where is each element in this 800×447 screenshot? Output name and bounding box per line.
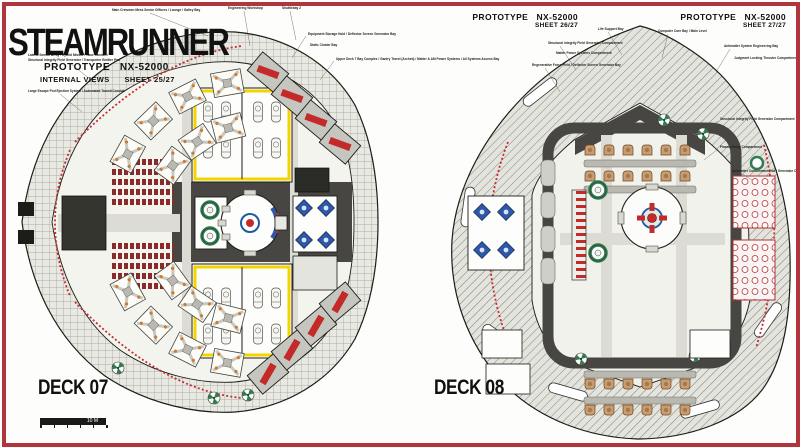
annotation-label: Structural Integrity Field Generator Com… [548,41,624,45]
deck-08-plan: Life Support Bay Computer Core Bay / Mai… [451,25,800,440]
scale-label: 10 M [86,418,98,424]
antimatter-pod-racks [732,155,776,301]
annotation-label: Computer Core Bay / Main Level [658,29,707,33]
annotation-label: Antimatter System Engineering Bay [724,44,778,48]
annotation-label: Shuttlebay 2 [282,6,301,10]
annotation-label: Plasma Relay Compartment [720,145,763,149]
storage-room [292,255,338,291]
main-engineering-core [617,183,687,253]
annotation-label: Lateral Sensor Array / Hybrid Missile Ph… [28,53,108,57]
annotation-label: Structural Integrity Field Generator / T… [28,58,120,62]
annotation-label: Antimatter Containment Pod / Generator C… [732,169,800,173]
transporter-room [217,189,288,257]
header-right: PROTOTYPE NX-52000 SHEET 27/27 [636,12,786,29]
annotation-label: Static Cluster Bay [310,43,338,47]
annotation-label: Matter Power Systems Compartment [556,51,613,55]
corridor [676,135,687,357]
biobed-row [540,159,556,285]
scale-bar: 10 M [40,418,108,428]
page-title: STEAMRUNNER [8,22,230,64]
systems-bay [294,167,330,193]
annotation-label: Regenerative Force Field / Deflector Scr… [532,63,621,67]
annotation-label: Structural Integrity Field Generator Com… [720,117,796,121]
prototype-label-center: PROTOTYPE NX-52000 [472,12,578,22]
deck08-annotations: Life Support Bay Computer Core Bay / Mai… [532,27,800,181]
annotation-label: Judgment Locking Thruster Compartment [734,56,799,60]
annotation-label: Upper Deck 7 Bay Complex / Gantry Travel… [336,57,500,61]
annotation-label: Life Support Bay [598,27,624,31]
mess-hall-tables [583,159,697,405]
equipment-rack [571,189,587,281]
header-center: PROTOTYPE NX-52000 SHEET 26/27 [428,12,578,29]
deck-07-plan: Main Crewmen Mess Senior Officers / Loun… [18,6,500,413]
auditorium-seating [18,159,174,289]
annotation-label: Engineering Workshop [228,6,263,10]
prototype-label-right: PROTOTYPE NX-52000 [680,12,786,22]
annotation-label: Large Escape Pod Ejection System / Autom… [28,89,126,93]
annotation-label: Equipment Storage Hold / Deflector Scree… [308,32,396,36]
science-lab [467,195,525,271]
prototype-label-left: PROTOTYPE NX-52000 [44,62,169,73]
aft-compartments [481,329,731,395]
corridor [601,135,612,357]
deck07-annotations: Main Crewmen Mess Senior Officers / Loun… [28,6,500,113]
deck-08-label: DECK 08 [434,376,504,399]
annotation-label: Main Crewmen Mess Senior Officers / Loun… [112,8,200,12]
deck-07-label: DECK 07 [38,376,108,399]
corridor [182,88,191,358]
sheet-label-center: SHEET 26/27 [534,22,578,29]
sheet-label-left: INTERNAL VIEWS SHEET 25/27 [40,75,175,84]
sheet-label-right: SHEET 27/27 [742,22,786,29]
